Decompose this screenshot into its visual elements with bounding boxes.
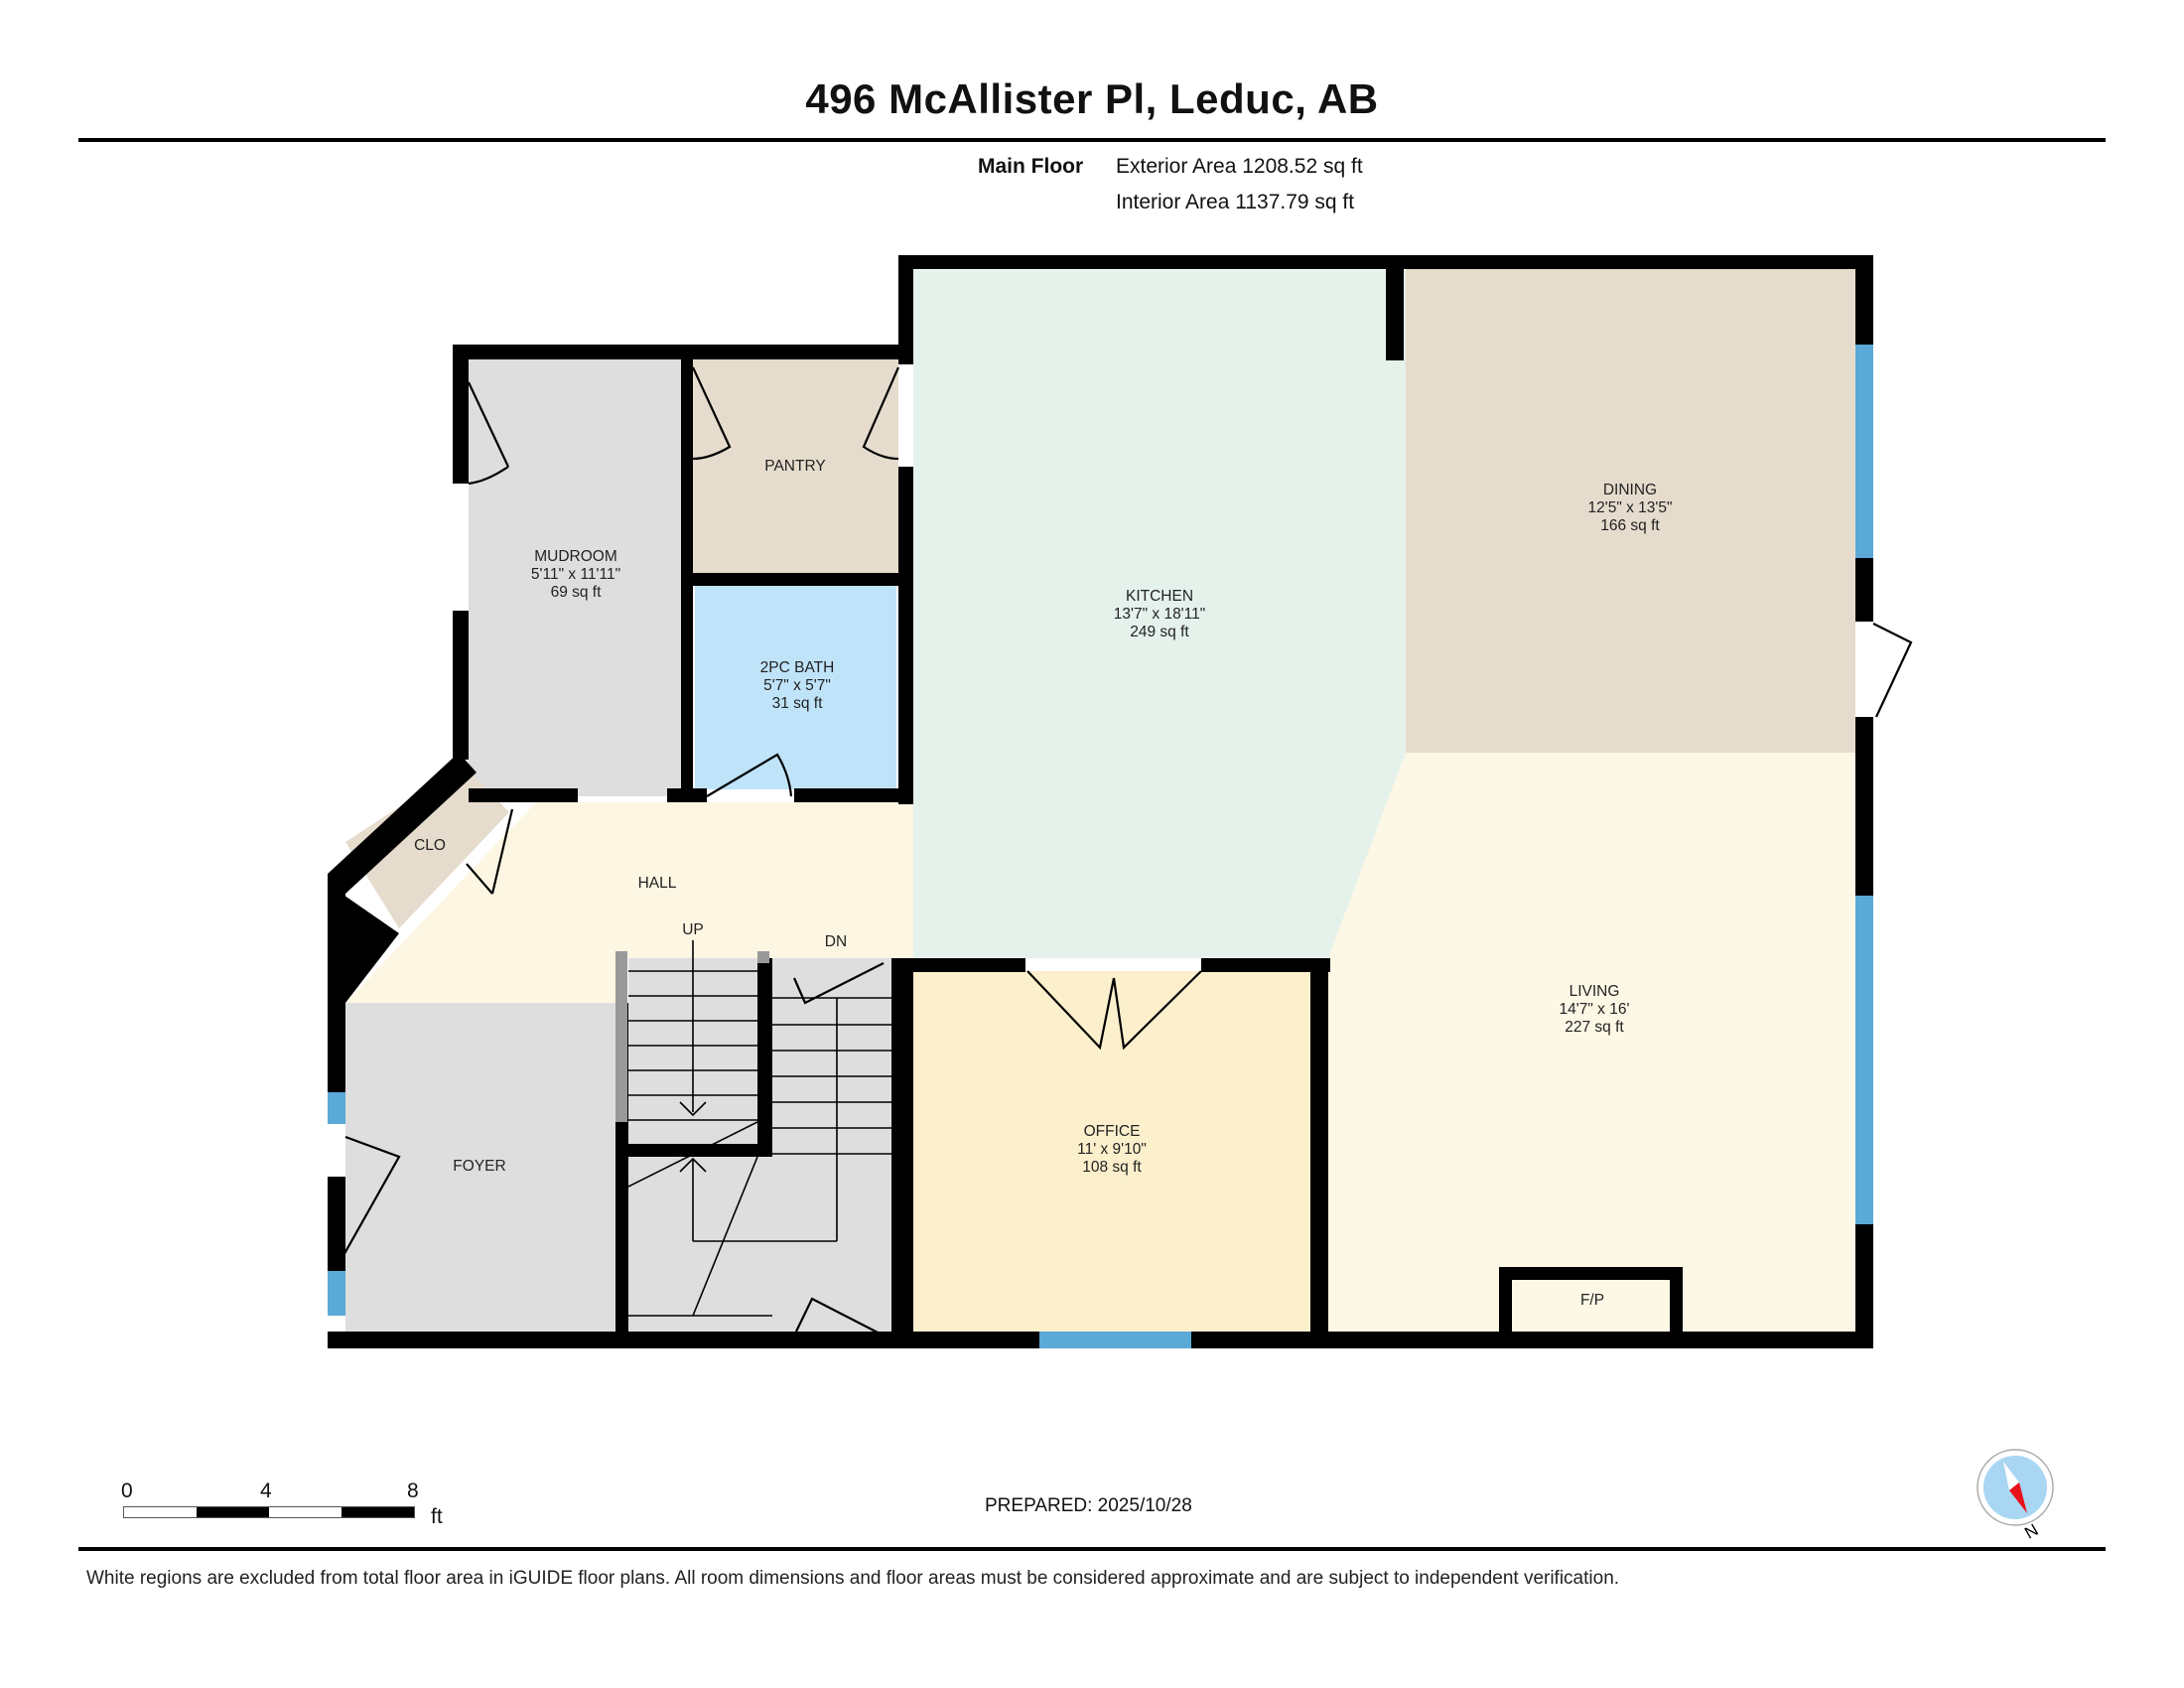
mudroom-fill bbox=[469, 359, 685, 796]
door-closet bbox=[466, 808, 514, 895]
room-dimensions: 13'7" x 18'11" bbox=[1113, 606, 1206, 623]
room-area: 69 sq ft bbox=[550, 584, 602, 601]
room-label-living: LIVING 14'7" x 16' 227 sq ft bbox=[1560, 983, 1630, 1037]
room-area: 108 sq ft bbox=[1082, 1159, 1142, 1176]
door-pantry-right bbox=[862, 366, 900, 461]
room-area: 227 sq ft bbox=[1565, 1019, 1624, 1036]
room-name: MUDROOM bbox=[534, 548, 617, 565]
window-office bbox=[1039, 1332, 1191, 1348]
prepared-date: PREPARED: 2025/10/28 bbox=[985, 1495, 1192, 1516]
room-label-hall: HALL bbox=[638, 875, 677, 893]
disclaimer: White regions are excluded from total fl… bbox=[86, 1568, 1620, 1589]
room-name: F/P bbox=[1579, 1292, 1605, 1309]
windows bbox=[328, 345, 1873, 1348]
hall-fill bbox=[345, 802, 913, 1003]
room-area: 249 sq ft bbox=[1130, 624, 1189, 640]
door-foyer bbox=[337, 1135, 401, 1267]
room-fills bbox=[345, 268, 1855, 1332]
room-label-office: OFFICE 11' x 9'10" 108 sq ft bbox=[1077, 1123, 1147, 1177]
compass-icon: N bbox=[1977, 1449, 2054, 1543]
room-name: KITCHEN bbox=[1125, 588, 1194, 605]
room-name: OFFICE bbox=[1083, 1123, 1141, 1140]
kitchen-fill bbox=[913, 270, 1406, 958]
door-mudroom bbox=[468, 381, 509, 486]
stair-rail bbox=[615, 951, 627, 1122]
scale-tick-4: 4 bbox=[260, 1479, 272, 1502]
window-foyer-top bbox=[328, 1092, 345, 1124]
scale-unit: ft bbox=[431, 1505, 443, 1528]
stair-rail-post bbox=[757, 951, 769, 963]
stairs-up-label: UP bbox=[682, 921, 704, 938]
interior-area: Interior Area 1137.79 sq ft bbox=[1116, 191, 1355, 213]
door-pantry-left bbox=[692, 366, 732, 461]
room-name: FOYER bbox=[453, 1158, 506, 1175]
footer-divider bbox=[78, 1547, 2106, 1551]
office-fill bbox=[913, 971, 1310, 1332]
scale-tick-8: 8 bbox=[407, 1479, 419, 1502]
room-label-kitchen: KITCHEN 13'7" x 18'11" 249 sq ft bbox=[1114, 588, 1205, 641]
foyer-fill bbox=[345, 1003, 615, 1332]
room-name: HALL bbox=[637, 875, 677, 892]
room-dimensions: 5'11" x 11'11" bbox=[530, 566, 621, 583]
room-dimensions: 12'5" x 13'5" bbox=[1587, 499, 1673, 516]
dining-fill bbox=[1406, 268, 1855, 753]
living-fill bbox=[1328, 753, 1855, 1332]
exterior-area: Exterior Area 1208.52 sq ft bbox=[1116, 155, 1363, 178]
stair-treads bbox=[627, 940, 898, 1317]
page-title: 496 McAllister Pl, Leduc, AB bbox=[805, 75, 1379, 122]
stairs-down-label: DN bbox=[824, 933, 848, 950]
window-foyer-bottom bbox=[328, 1271, 345, 1316]
scale-bar-graphic bbox=[123, 1506, 415, 1518]
room-label-fireplace: F/P bbox=[1580, 1292, 1604, 1310]
room-label-pantry: PANTRY bbox=[764, 458, 825, 476]
door-stair-top bbox=[792, 962, 885, 1005]
room-label-bath: 2PC BATH 5'7" x 5'7" 31 sq ft bbox=[760, 659, 835, 713]
door-office bbox=[1026, 970, 1202, 1051]
room-name: 2PC BATH bbox=[759, 659, 835, 676]
room-name: LIVING bbox=[1569, 983, 1620, 1000]
door-bath bbox=[706, 753, 793, 797]
room-area: 31 sq ft bbox=[771, 695, 823, 712]
doors bbox=[337, 366, 1913, 1336]
floor-name: Main Floor bbox=[978, 155, 1084, 178]
room-name: PANTRY bbox=[764, 458, 826, 475]
room-dimensions: 5'7" x 5'7" bbox=[763, 677, 831, 694]
window-living bbox=[1855, 896, 1873, 1224]
room-label-mudroom: MUDROOM 5'11" x 11'11" 69 sq ft bbox=[531, 548, 620, 602]
room-dimensions: 11' x 9'10" bbox=[1077, 1141, 1147, 1158]
bath-fill bbox=[695, 586, 896, 789]
room-label-dining: DINING 12'5" x 13'5" 166 sq ft bbox=[1587, 482, 1672, 535]
room-dimensions: 14'7" x 16' bbox=[1559, 1001, 1630, 1018]
compass-north-label: N bbox=[2021, 1520, 2041, 1543]
walls bbox=[328, 255, 1873, 1348]
room-name: CLO bbox=[414, 837, 446, 854]
title-divider bbox=[78, 138, 2106, 142]
room-label-closet: CLO bbox=[414, 837, 446, 855]
closet-fill bbox=[345, 765, 509, 928]
door-exterior-dining bbox=[1872, 623, 1913, 718]
window-dining bbox=[1855, 345, 1873, 558]
pantry-fill bbox=[693, 359, 898, 573]
scale-tick-0: 0 bbox=[121, 1479, 133, 1502]
door-basement bbox=[795, 1297, 885, 1336]
room-area: 166 sq ft bbox=[1600, 517, 1660, 534]
room-name: DINING bbox=[1602, 482, 1658, 498]
room-label-foyer: FOYER bbox=[453, 1158, 505, 1176]
stair-arrows bbox=[679, 1101, 707, 1173]
